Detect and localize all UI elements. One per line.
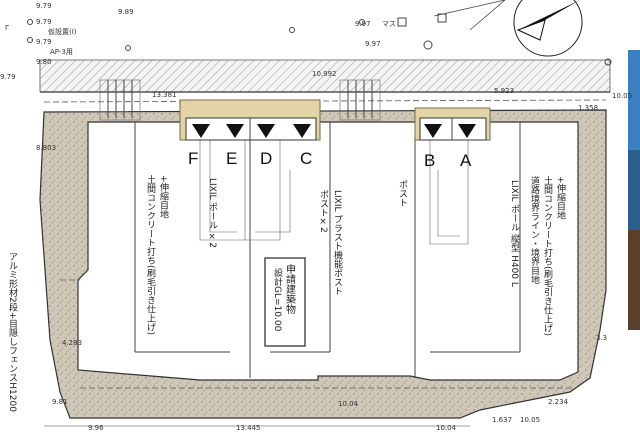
spot-elevations: 9.79 9.79 9.79 9.89 9.97 9.97 9.80 9.79 …: [0, 2, 632, 432]
letter-B: B: [424, 151, 435, 170]
dim-top-right: 5.923: [494, 87, 514, 95]
elev-e11: 10.04: [338, 400, 359, 408]
elev-e14: 10.04: [436, 424, 457, 432]
note-left-2: +伸縮目地: [158, 175, 169, 219]
photo-edge-strip: [628, 50, 640, 330]
elev-e1: 9.79: [36, 2, 52, 10]
note-right-1: 道路境界ライン・境界目地: [529, 175, 540, 284]
elev-e12: 10.05: [612, 92, 632, 100]
elev-e7: 9.80: [36, 58, 52, 66]
dashed-lines: [43, 99, 607, 389]
triangle-markers: [192, 124, 476, 138]
building-gl: 設計GL=10.00: [272, 267, 283, 332]
note-left-1: 土間コンクリート打ち(刷毛引き仕上げ): [145, 174, 156, 335]
note-mid-product: LIXIL プラスト機能ポスト: [332, 190, 343, 295]
elev-e9: 9.81: [52, 398, 68, 406]
letter-E: E: [226, 149, 237, 168]
letter-A: A: [460, 151, 472, 170]
gate-posts: [99, 79, 381, 121]
compass-icon: [513, 0, 583, 57]
marker-F: [192, 124, 210, 138]
label-masu: マス: [382, 20, 396, 28]
note-mid-label: ポスト×2: [318, 190, 329, 233]
note-right-product: LIXIL ポール 縦型 H400 L: [509, 180, 520, 287]
note-right-label: ポスト: [397, 180, 408, 207]
road-strip: [39, 59, 611, 93]
elev-e10: 9.96: [88, 424, 104, 432]
marker-D: [257, 124, 275, 138]
survey-points: Γ: [5, 0, 612, 66]
letter-F: F: [188, 149, 198, 168]
dim-right-side: 3.3: [596, 334, 607, 342]
letter-C: C: [300, 149, 312, 168]
elev-e6: 9.97: [365, 40, 381, 48]
dim-left-side: 8.803: [36, 144, 56, 152]
marker-C: [293, 124, 311, 138]
dim-left-lower: 4.283: [62, 339, 82, 347]
note-left-vertical: アルミ形材2段+目隠しフェンスH1200: [7, 252, 18, 412]
elev-e4: 9.89: [118, 8, 134, 16]
marker-E: [226, 124, 244, 138]
dim-right-bottom: 2.234: [548, 398, 569, 406]
letter-D: D: [260, 149, 272, 168]
dim-top-road: 10.992: [312, 70, 337, 78]
label-road-pt: Γ: [5, 24, 9, 32]
elev-e5: 9.97: [355, 20, 371, 28]
interior-lines: [134, 122, 521, 378]
label-header-partial: 仮設置(Ⅰ): [48, 27, 77, 36]
marker-A: [458, 124, 476, 138]
note-right-2: 土間コンクリート打ち(刷毛引き仕上げ): [542, 175, 553, 336]
building-title: 申請建築物: [284, 263, 296, 315]
elev-e3: 9.79: [36, 38, 52, 46]
dim-right-small-1: 1.358: [578, 104, 598, 112]
marker-B: [424, 124, 442, 138]
elev-e2: 9.79: [36, 18, 52, 26]
dim-bottom: 13.445: [236, 424, 261, 432]
note-right-3: +伸縮目地: [555, 176, 566, 220]
dim-top-left: 13.381: [152, 91, 177, 99]
elev-e13: 10.05: [520, 416, 540, 424]
vertical-notes: アルミ形材2段+目隠しフェンスH1200 土間コンクリート打ち(刷毛引き仕上げ)…: [7, 174, 566, 412]
top-labels: 仮設置(Ⅰ) マス AP-3用: [48, 20, 396, 56]
note-left-unit: LIXIL ポール ×2: [207, 178, 218, 248]
elev-e8: 9.79: [0, 73, 16, 81]
parking-letters: F E D C B A: [188, 149, 472, 170]
dim-right-small-2: 1.637: [492, 416, 512, 424]
label-box: AP-3用: [50, 48, 73, 56]
building-label-box: 申請建築物 設計GL=10.00: [264, 257, 306, 347]
dimension-labels: 10.992 13.381 5.923 8.803 4.283 13.445 1…: [36, 70, 607, 432]
